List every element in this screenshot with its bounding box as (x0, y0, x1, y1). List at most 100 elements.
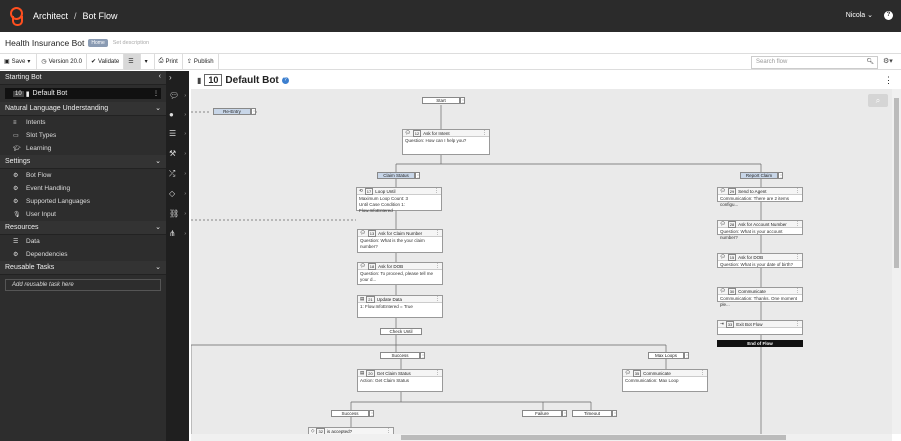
section-nlu[interactable]: Natural Language Understanding⌄ (0, 102, 166, 116)
start-node[interactable]: Start⋮ (422, 97, 465, 104)
timeout-path[interactable]: Timeout⋮ (572, 410, 617, 417)
sidebar-item-bot-flow[interactable]: ⚙Bot Flow (0, 169, 166, 182)
kebab-icon[interactable]: ⋮ (435, 263, 440, 269)
description-field[interactable]: Set description (112, 39, 150, 46)
chevron-down-icon[interactable]: ⌄ (155, 158, 161, 165)
kebab-icon[interactable]: ⋮ (700, 370, 705, 376)
kebab-icon[interactable]: ⋮ (435, 230, 440, 236)
save-button[interactable]: ▣Save▾ (0, 53, 38, 70)
sidebar-item-intents[interactable]: ≡Intents (0, 116, 166, 129)
reentry-node[interactable]: Re-Entry⋮ (213, 108, 256, 115)
user-menu[interactable]: Nicola ⌄ (846, 11, 873, 19)
genesys-logo-icon[interactable] (9, 7, 23, 26)
kebab-icon[interactable]: ⋮ (884, 74, 893, 85)
list-view-button[interactable]: ☰ (124, 53, 141, 70)
chat-icon[interactable]: ●› (169, 110, 186, 119)
kebab-icon[interactable]: ⋮ (435, 370, 440, 376)
gear-icon[interactable]: ⚙▾ (883, 58, 893, 65)
help-icon[interactable]: ? (884, 11, 893, 20)
section-resources[interactable]: Resources⌄ (0, 221, 166, 235)
link-icon[interactable]: ⛓› (169, 209, 186, 218)
collapse-palette-icon[interactable]: › (169, 73, 172, 82)
max-loops-path[interactable]: Max Loops⋮ (648, 352, 689, 359)
version-button[interactable]: ◷Version 20.0 (37, 53, 87, 70)
section-starting-bot[interactable]: Starting Bot‹ (0, 71, 166, 85)
kebab-icon[interactable]: ⋮ (795, 188, 800, 194)
zoom-search-icon[interactable]: ⌕ (868, 94, 888, 107)
sidebar-item-data[interactable]: ☰Data (0, 235, 166, 248)
kebab-icon[interactable]: ⋮ (460, 97, 465, 104)
success-path[interactable]: Success⋮ (380, 352, 425, 359)
search-icon[interactable]: 🔍︎ (866, 59, 874, 65)
add-reusable-task[interactable]: Add reusable task here (5, 279, 161, 291)
kebab-icon[interactable]: ⋮ (153, 91, 159, 97)
info-icon[interactable]: ? (281, 76, 289, 84)
chevron-left-icon[interactable]: ‹ (158, 73, 161, 80)
kebab-icon[interactable]: ⋮ (795, 288, 800, 294)
kebab-icon[interactable]: ⋮ (612, 410, 617, 417)
message-icon[interactable]: 💬︎› (169, 91, 186, 100)
sitemap-icon[interactable]: ⋔› (169, 229, 186, 238)
kebab-icon[interactable]: ⋮ (778, 172, 783, 179)
kebab-icon[interactable]: ⋮ (435, 296, 440, 302)
sidebar-item-languages[interactable]: ⚙Supported Languages (0, 195, 166, 208)
sidebar-item-slot-types[interactable]: ▭Slot Types (0, 129, 166, 142)
print-button[interactable]: ⎙Print (155, 53, 183, 70)
sidebar-item-learning[interactable]: 🎓︎Learning (0, 142, 166, 155)
report-claim-path[interactable]: Report Claim⋮ (740, 172, 783, 179)
chevron-down-icon[interactable]: ⌄ (155, 264, 161, 271)
sidebar-item-user-input[interactable]: 🎙︎User Input (0, 208, 166, 221)
search-input[interactable]: Search flow🔍︎ (751, 56, 878, 69)
kebab-icon[interactable]: ⋮ (420, 352, 425, 359)
kebab-icon[interactable]: ⋮ (795, 221, 800, 227)
app-title[interactable]: Architect (33, 11, 69, 21)
section-reusable-tasks[interactable]: Reusable Tasks⌄ (0, 261, 166, 275)
kebab-icon[interactable]: ⋮ (369, 410, 374, 417)
kebab-icon[interactable]: ⋮ (684, 352, 689, 359)
scroll-thumb[interactable] (401, 435, 786, 440)
starting-bot-item[interactable]: 10▮Default Bot⋮ (5, 88, 161, 99)
shuffle-icon[interactable]: ⤮› (169, 169, 186, 178)
validate-button[interactable]: ✔Validate (87, 53, 125, 70)
publish-button[interactable]: ⇪Publish (183, 53, 219, 70)
scroll-thumb[interactable] (894, 98, 899, 268)
sidebar-item-event-handling[interactable]: ⚙Event Handling (0, 182, 166, 195)
horizontal-scrollbar[interactable] (191, 434, 892, 441)
kebab-icon[interactable]: ⋮ (482, 130, 487, 136)
view-dropdown[interactable]: ▾ (141, 53, 155, 70)
kebab-icon[interactable]: ⋮ (251, 108, 256, 115)
kebab-icon[interactable]: ⋮ (415, 172, 420, 179)
chevron-down-icon[interactable]: ⌄ (155, 105, 161, 112)
bot-name[interactable]: Health Insurance Bot (5, 37, 85, 48)
vertical-scrollbar[interactable] (892, 89, 901, 434)
kebab-icon[interactable]: ⋮ (795, 254, 800, 260)
claim-status-path[interactable]: Claim Status⋮ (377, 172, 420, 179)
success-output-path[interactable]: Success⋮ (331, 410, 374, 417)
kebab-icon[interactable]: ⋮ (562, 410, 567, 417)
kebab-icon[interactable]: ⋮ (795, 321, 800, 327)
check-until-node[interactable]: Check Until (380, 328, 422, 335)
kebab-icon[interactable]: ⋮ (386, 428, 391, 434)
sidebar-item-dependencies[interactable]: ⚙Dependencies (0, 248, 166, 261)
section-settings[interactable]: Settings⌄ (0, 155, 166, 169)
decision-icon[interactable]: ◇› (169, 189, 186, 198)
database-icon[interactable]: ☰› (169, 129, 186, 138)
chevron-down-icon[interactable]: ⌄ (155, 224, 161, 231)
failure-path[interactable]: Failure⋮ (522, 410, 567, 417)
toolbox-icon[interactable]: ⚒› (169, 149, 186, 158)
kebab-icon[interactable]: ⋮ (434, 188, 439, 194)
